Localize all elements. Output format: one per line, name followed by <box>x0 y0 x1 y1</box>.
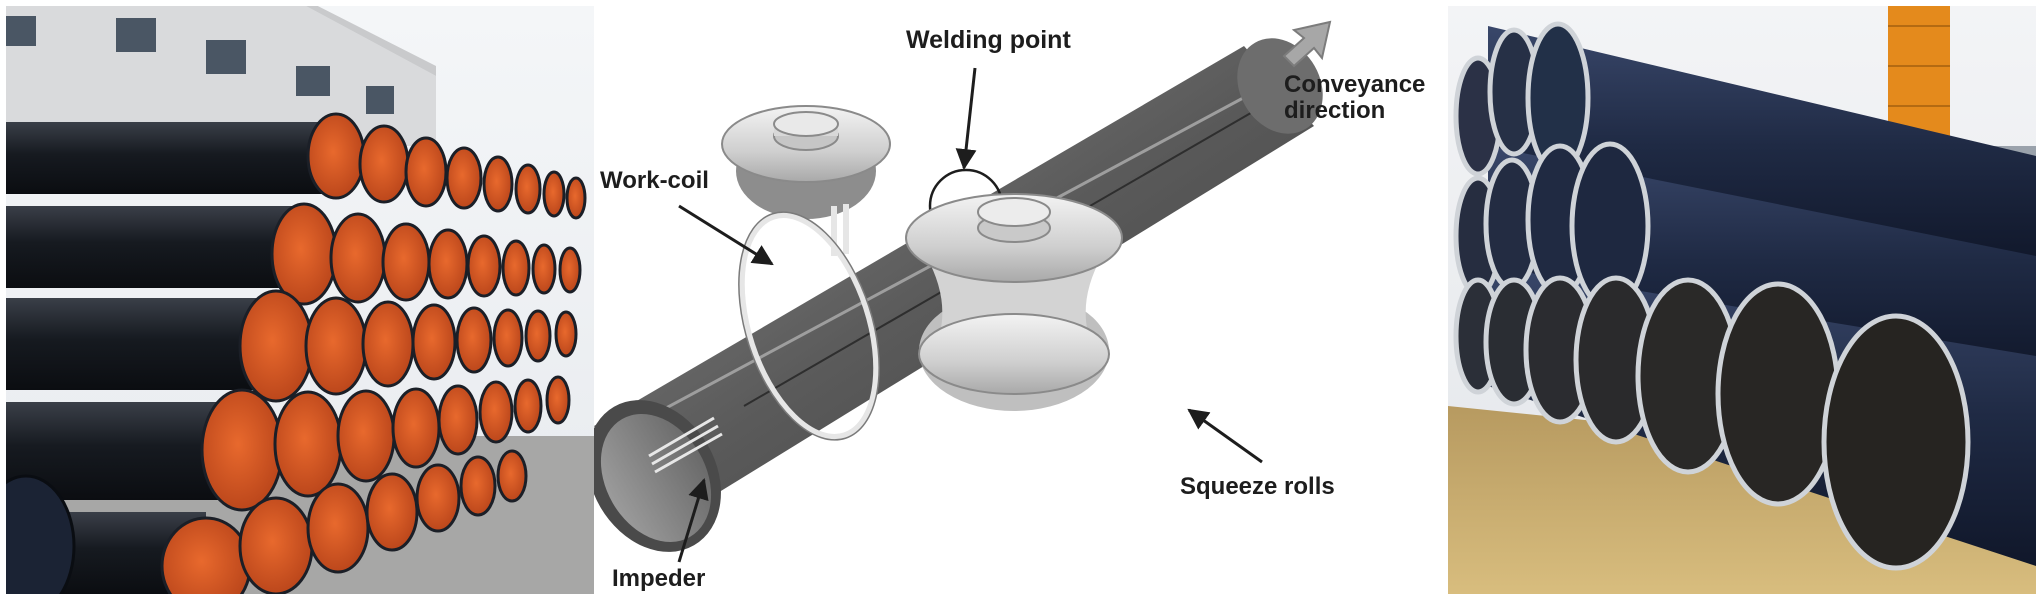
label-conveyance-line2: direction <box>1284 97 1385 124</box>
label-work-coil: Work-coil <box>600 167 709 194</box>
label-conveyance-line1: Conveyance <box>1284 71 1425 98</box>
black-pipes-illustration <box>6 6 594 594</box>
label-squeeze-rolls: Squeeze rolls <box>1180 473 1335 500</box>
erw-welding-diagram: Welding point Conveyance direction Work-… <box>594 6 1448 594</box>
large-pipes-illustration <box>1448 6 2036 594</box>
arrow-up-right-icon <box>1282 20 1332 68</box>
photo-stacked-black-pipes <box>6 6 594 594</box>
squeeze-roll-back <box>721 105 891 219</box>
photo-large-steel-pipes <box>1448 6 2036 594</box>
squeeze-roll-front <box>905 193 1123 411</box>
welding-process-diagram: Welding point Conveyance direction Work-… <box>594 20 1425 592</box>
label-welding-point: Welding point <box>906 26 1071 54</box>
work-coil <box>738 204 880 440</box>
label-impeder: Impeder <box>612 565 705 592</box>
